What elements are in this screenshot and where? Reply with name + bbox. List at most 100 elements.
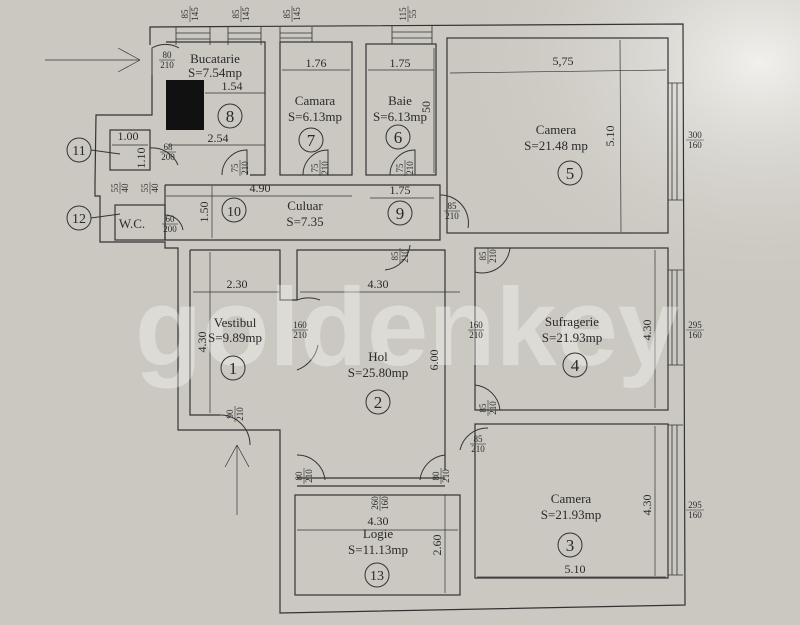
dimension-label: 5.10 bbox=[565, 562, 586, 576]
room-number: 12 bbox=[72, 212, 86, 227]
opening-height: 160 bbox=[688, 510, 702, 520]
dimension-label: 4.30 bbox=[640, 320, 654, 341]
opening-height: 145 bbox=[241, 7, 251, 21]
dimension-label: 1.10 bbox=[134, 148, 148, 169]
opening-width: 295 bbox=[688, 320, 702, 330]
opening-width: 295 bbox=[688, 500, 702, 510]
watermark-logo: goldenkey bbox=[135, 266, 679, 389]
room-area-logie: S=11.13mp bbox=[348, 542, 408, 557]
dimension-label: 1.76 bbox=[306, 56, 327, 70]
chimney-block bbox=[166, 80, 204, 130]
opening-height: 210 bbox=[160, 60, 174, 70]
room-area-hol: S=25.80mp bbox=[348, 365, 408, 380]
room-number-labels: 1 2 3 4 5 6 7 8 9 10 11 12 13 bbox=[72, 107, 580, 584]
room-number: 10 bbox=[227, 205, 241, 220]
dimension-label: 1.75 bbox=[390, 56, 411, 70]
opening-width: 160 bbox=[469, 320, 483, 330]
room-area-camera-3: S=21.93mp bbox=[541, 507, 601, 522]
opening-width: 160 bbox=[293, 320, 307, 330]
dimension-label: 1.54 bbox=[222, 79, 243, 93]
opening-width: 75 bbox=[395, 163, 405, 173]
room-name-logie: Logie bbox=[363, 526, 394, 541]
opening-height: 210 bbox=[235, 407, 245, 421]
room-number: 1 bbox=[229, 359, 238, 378]
opening-width: 85 bbox=[478, 403, 488, 413]
opening-width: 85 bbox=[390, 251, 400, 261]
room-name-hol: Hol bbox=[368, 349, 388, 364]
room-number: 11 bbox=[72, 144, 85, 159]
opening-height: 160 bbox=[688, 330, 702, 340]
opening-height: 210 bbox=[445, 211, 459, 221]
opening-width: 85 bbox=[448, 201, 458, 211]
dimension-label: 2.54 bbox=[208, 131, 229, 145]
opening-width: 60 bbox=[166, 214, 176, 224]
room-number: 4 bbox=[571, 356, 580, 375]
opening-width: 75 bbox=[230, 163, 240, 173]
opening-height: 210 bbox=[488, 249, 498, 263]
room-area-camera-5: S=21.48 mp bbox=[524, 138, 588, 153]
room-area-culuar: S=7.35 bbox=[286, 214, 323, 229]
opening-height: 210 bbox=[293, 330, 307, 340]
dimension-label: 5.10 bbox=[603, 126, 617, 147]
dimension-label: 1.75 bbox=[390, 183, 411, 197]
opening-height: 210 bbox=[441, 469, 451, 483]
room-number: 9 bbox=[396, 204, 405, 223]
room-numbers bbox=[66, 103, 588, 588]
opening-height: 40 bbox=[150, 183, 160, 193]
room-area-sufragerie: S=21.93mp bbox=[542, 330, 602, 345]
dimension-label: 4.30 bbox=[368, 277, 389, 291]
opening-height: 210 bbox=[400, 249, 410, 263]
room-name-baie: Baie bbox=[388, 93, 412, 108]
opening-height: 40 bbox=[120, 183, 130, 193]
opening-height: 145 bbox=[292, 7, 302, 21]
room-number: 6 bbox=[394, 128, 403, 147]
room-labels: Bucatarie S=7.54mp Camara S=6.13mp Baie … bbox=[119, 51, 602, 557]
opening-width: 55 bbox=[110, 183, 120, 193]
opening-width: 68 bbox=[164, 142, 174, 152]
opening-width: 55 bbox=[140, 183, 150, 193]
opening-width: 300 bbox=[688, 130, 702, 140]
opening-width: 80 bbox=[163, 50, 173, 60]
windows bbox=[175, 26, 683, 576]
opening-height: 145 bbox=[190, 7, 200, 21]
opening-width: 85 bbox=[282, 9, 292, 19]
dimension-label: 4.30 bbox=[195, 332, 209, 353]
dimension-label: 1.00 bbox=[118, 129, 139, 143]
room-name-camera-3: Camera bbox=[551, 491, 592, 506]
opening-width: 80 bbox=[294, 471, 304, 481]
opening-width: 80 bbox=[431, 471, 441, 481]
opening-height: 210 bbox=[405, 161, 415, 175]
dimension-label: 4.30 bbox=[640, 495, 654, 516]
opening-width: 115 bbox=[398, 7, 408, 21]
dimension-label: 4.30 bbox=[368, 514, 389, 528]
opening-width: 85 bbox=[180, 9, 190, 19]
opening-height: 210 bbox=[320, 161, 330, 175]
room-number: 2 bbox=[374, 393, 383, 412]
room-name-camara: Camara bbox=[295, 93, 336, 108]
opening-height: 210 bbox=[471, 444, 485, 454]
room-name-bucatarie: Bucatarie bbox=[190, 51, 240, 66]
dimension-label: 2.30 bbox=[227, 277, 248, 291]
opening-width: 85 bbox=[231, 9, 241, 19]
opening-height: 200 bbox=[163, 224, 177, 234]
room-name-sufragerie: Sufragerie bbox=[545, 314, 599, 329]
room-number: 13 bbox=[370, 569, 384, 584]
room-name-camera-5: Camera bbox=[536, 122, 577, 137]
room-number: 8 bbox=[226, 107, 235, 126]
dimension-label: 2.60 bbox=[430, 535, 444, 556]
dimension-label: 4.90 bbox=[250, 181, 271, 195]
dimension-label: 5,75 bbox=[553, 54, 574, 68]
room-area-bucatarie: S=7.54mp bbox=[188, 65, 242, 80]
opening-height: 160 bbox=[688, 140, 702, 150]
opening-height: 210 bbox=[469, 330, 483, 340]
opening-height: 210 bbox=[304, 469, 314, 483]
room-name-vestibul: Vestibul bbox=[214, 315, 257, 330]
opening-height: 210 bbox=[488, 401, 498, 415]
dimension-labels: 1.54 2.54 1.76 1.75 5,75 5.10 50 1.00 1.… bbox=[118, 54, 655, 576]
opening-height: 160 bbox=[380, 496, 390, 510]
walls bbox=[94, 23, 686, 614]
room-area-baie: S=6.13mp bbox=[373, 109, 427, 124]
